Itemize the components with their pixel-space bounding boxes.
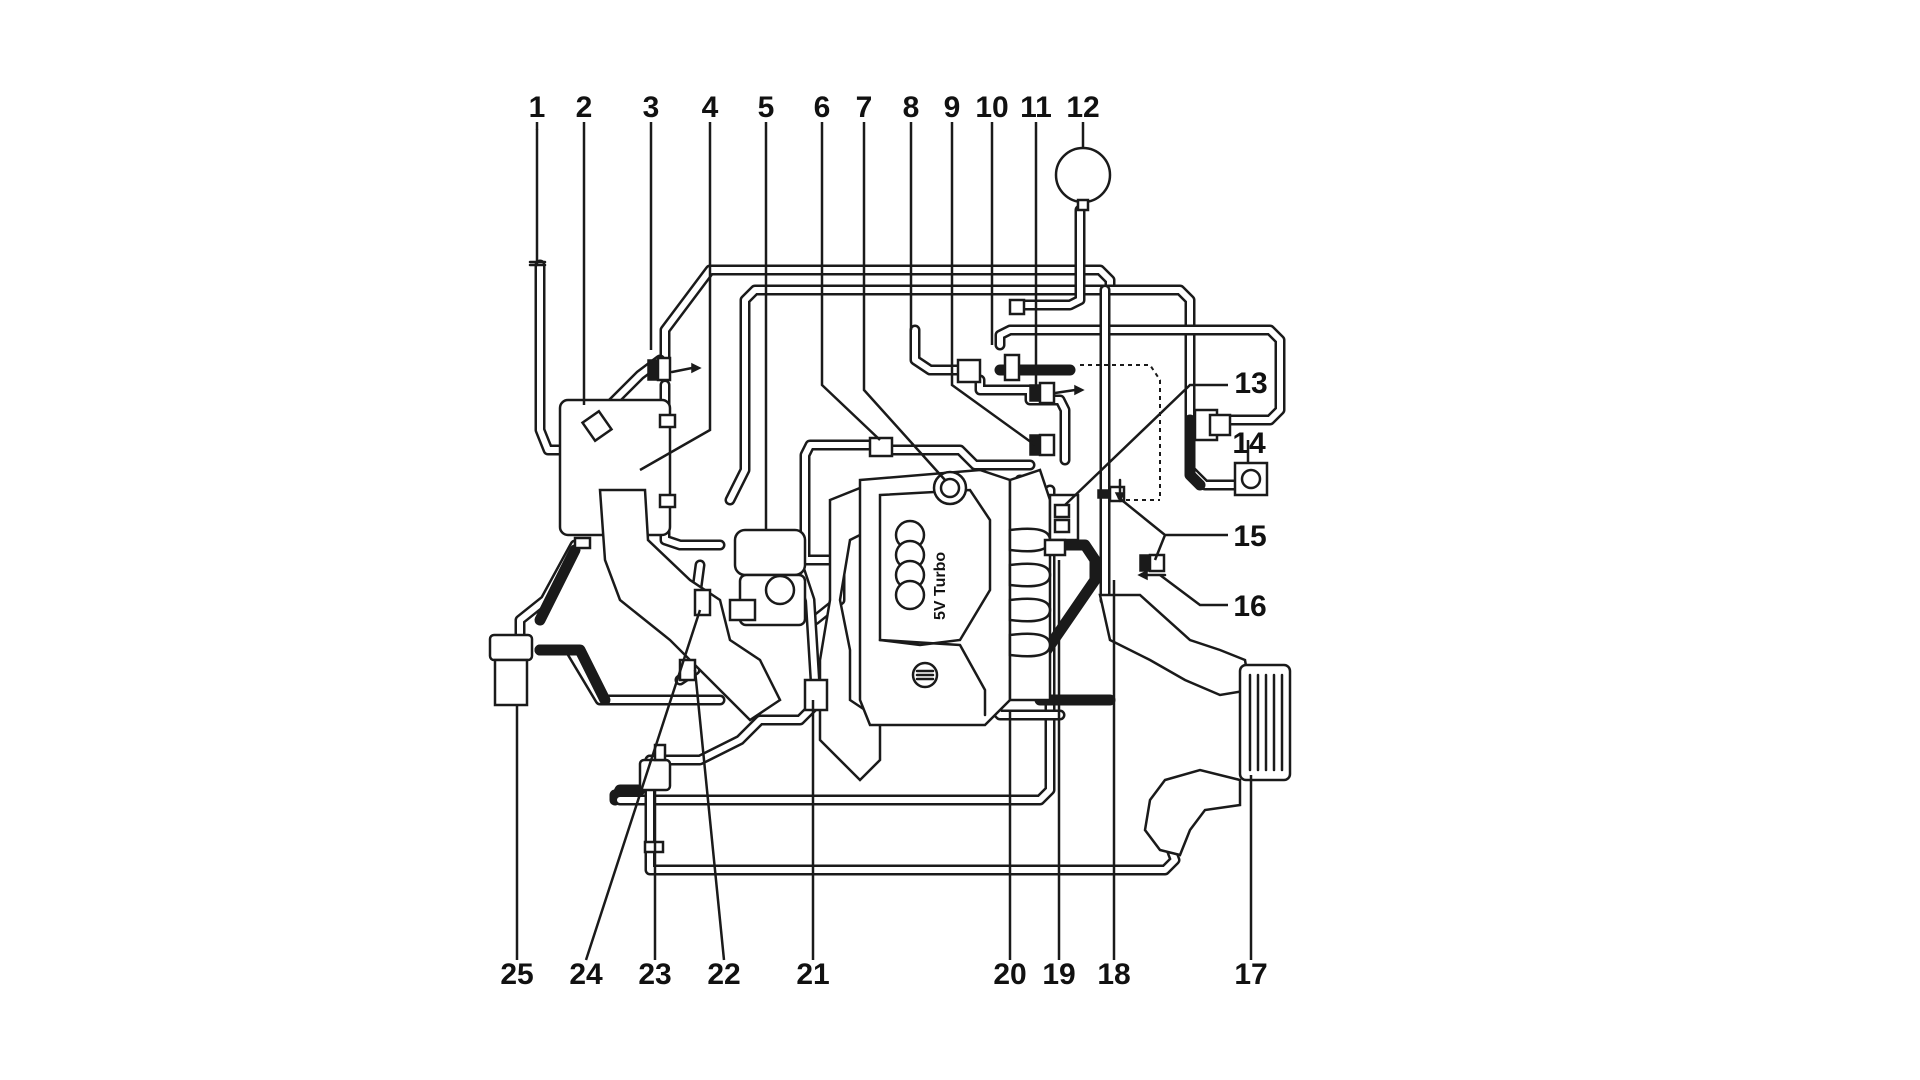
callout-5: 5	[758, 91, 775, 124]
callout-19: 19	[1042, 958, 1075, 991]
callout-8: 8	[903, 91, 920, 124]
engine-label: 5V Turbo	[932, 552, 949, 620]
vacuum-reservoir	[1054, 146, 1112, 212]
throttle-body	[728, 528, 807, 627]
callout-labels: 1 2 3 4 5 6 7 8 9 10 11 12 13 14 15 16 1…	[500, 91, 1267, 991]
fuel-filter	[488, 633, 534, 707]
valve-block	[1043, 493, 1080, 557]
vacuum-valve	[580, 409, 614, 443]
callout-12: 12	[1066, 91, 1099, 124]
callout-13: 13	[1234, 367, 1267, 400]
callout-17: 17	[1234, 958, 1267, 991]
pressure-sensor	[1233, 461, 1269, 497]
callout-15: 15	[1233, 520, 1266, 553]
callout-11: 11	[1020, 91, 1052, 124]
hose-joint	[1008, 298, 1026, 316]
hose-joint	[658, 413, 677, 429]
callout-10: 10	[975, 91, 1008, 124]
intercooler	[1238, 663, 1292, 782]
callout-21: 21	[796, 958, 829, 991]
intake-runners	[1008, 468, 1052, 702]
callout-9: 9	[944, 91, 961, 124]
callout-14: 14	[1232, 427, 1266, 460]
callout-23: 23	[638, 958, 671, 991]
hose-joint	[573, 536, 592, 550]
hose-joint	[803, 678, 829, 712]
callout-18: 18	[1097, 958, 1130, 991]
callout-20: 20	[993, 958, 1026, 991]
check-valve	[647, 356, 672, 382]
callout-1: 1	[529, 91, 546, 124]
callout-22: 22	[707, 958, 740, 991]
intercooler-outlet-pipe	[1143, 768, 1242, 857]
callout-7: 7	[856, 91, 873, 124]
engine-cover: 5V Turbo	[858, 468, 1012, 727]
intake-duct	[598, 488, 782, 722]
hose-connector	[868, 436, 894, 458]
callout-4: 4	[702, 91, 719, 124]
callout-24: 24	[569, 958, 603, 991]
callout-3: 3	[643, 91, 660, 124]
charge-air-pipe	[1098, 593, 1252, 697]
hose-joint	[693, 588, 712, 617]
callout-2: 2	[576, 91, 593, 124]
dashed-line	[1080, 364, 1161, 500]
callout-6: 6	[814, 91, 831, 124]
solenoid-valve	[956, 358, 1056, 457]
reference-lines	[528, 128, 547, 267]
callout-25: 25	[500, 958, 533, 991]
leader-lines	[515, 122, 1253, 961]
inline-valve	[1208, 413, 1232, 437]
hose-joint	[1003, 353, 1021, 382]
callout-16: 16	[1233, 590, 1266, 623]
hose-joint	[658, 493, 677, 509]
